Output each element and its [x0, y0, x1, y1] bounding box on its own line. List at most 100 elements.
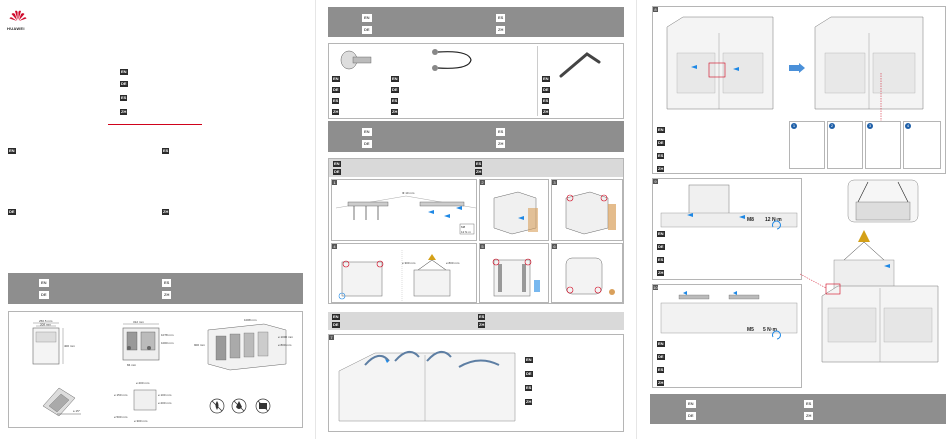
title-underline [108, 124, 202, 125]
step8-tag-en: EN [657, 127, 665, 133]
section-tag-en: EN [8, 148, 16, 154]
step9-tag-en: EN [657, 231, 665, 237]
header-tag-de: DE [39, 291, 49, 299]
mid-tag-en: EN [362, 128, 372, 136]
step-7: 7 EN DE ES ZH [328, 334, 624, 432]
step-9-bolt: M8 [747, 217, 754, 223]
step-9-10-cabinet [799, 230, 939, 363]
step10-tag-zh: ZH [657, 380, 665, 386]
panel-wiring: 8 EN DE ES ZH 1 2 [640, 0, 950, 439]
substep-3-number: 3 [867, 123, 873, 129]
substep-3: 3 [865, 121, 901, 169]
dim-b1: ≥ 200 mm [136, 381, 150, 385]
step-1-bolt: M8 [461, 225, 465, 229]
item3-tag-de: DE [542, 87, 550, 93]
step-3-drawing [565, 191, 616, 235]
dim-w3: 312 mm [133, 320, 144, 324]
step9-tag-es: ES [657, 257, 665, 263]
cable-drawing [432, 49, 472, 71]
no-flammable-icon [255, 398, 271, 414]
rack-installation-drawing: 1008 mm 900 mm ≥ 1000 mm ≥ 800 mm [194, 318, 293, 371]
step-9: 9 M8 12 N·m EN DE ES ZH [652, 178, 802, 280]
substep-2-number: 2 [829, 123, 835, 129]
mid-tag-es: ES [496, 128, 506, 136]
dim-a2: 900 mm [194, 343, 205, 347]
dim-a1: 1008 mm [244, 318, 257, 322]
mid-tag-zh: ZH [496, 140, 506, 148]
step-7-number: 7 [329, 335, 334, 340]
item2-tag-zh: ZH [391, 109, 399, 115]
item2-tag-en: EN [391, 76, 399, 82]
bolt-drawing [340, 50, 372, 70]
lang-tag-de: DE [120, 81, 128, 87]
cabinet-side-drawing: 312 mm 1078 mm 1000 mm 84 mm [122, 320, 174, 367]
substep-4: 4 [903, 121, 941, 169]
dim-d3: 84 mm [127, 363, 137, 367]
steps-header: EN DE ES ZH [329, 159, 623, 177]
dim-angle: ≤ 15° [73, 409, 81, 413]
dim-b2: ≥ 150 mm [114, 393, 128, 397]
step-1-number: 1 [332, 180, 337, 185]
contents-separator [537, 46, 538, 116]
item3-tag-en: EN [542, 76, 550, 82]
bottom-tag-zh: ZH [478, 322, 486, 328]
dim-b3: ≥ 100 mm [158, 393, 172, 397]
lifting-detail-drawing [847, 179, 919, 223]
step-5-drawing [492, 258, 540, 297]
no-water-icon [231, 398, 247, 414]
step-4-drawing: ≥ 300 mm ≥ 800 mm [338, 250, 460, 302]
cabinet-front-drawing: 250.5 mm 208 mm 400 mm [32, 319, 75, 365]
item1-tag-de: DE [332, 87, 340, 93]
substep-strip: 1 2 3 4 [789, 121, 943, 171]
step-1-torque: 12 N·m [461, 230, 471, 234]
header-tag-zh: ZH [162, 291, 172, 299]
item3-tag-es: ES [542, 98, 550, 104]
step-6-number: 6 [552, 244, 557, 249]
substep-2: 2 [827, 121, 863, 169]
step-9-torque-value: 12 N·m [765, 217, 782, 223]
clearance-drawing: ≥ 200 mm ≥ 150 mm ≥ 100 mm ≥ 500 mm ≥ 20… [114, 381, 172, 423]
substep-4-number: 4 [905, 123, 911, 129]
top-tag-zh: ZH [496, 26, 506, 34]
dim-d2: 1000 mm [161, 341, 174, 345]
bottom-tag-en: EN [332, 314, 340, 320]
hex-key-drawing [559, 52, 601, 78]
footer-tag-zh: ZH [804, 412, 814, 420]
warning-icons-row [209, 398, 271, 414]
dim-d1: 1078 mm [161, 333, 174, 337]
header-tag-es: ES [162, 279, 172, 287]
dim-a3: ≥ 1000 mm [278, 335, 293, 339]
step-2-number: 2 [480, 180, 485, 185]
step-10-number: 10 [653, 285, 658, 290]
step-6-drawing [565, 257, 615, 295]
dimensions-box: 250.5 mm 208 mm 400 mm 312 mm 1078 mm 10… [8, 311, 303, 428]
step-4: 4 ≥ 300 mm ≥ 800 mm [331, 243, 477, 303]
footer-tag-en: EN [686, 400, 696, 408]
item2-tag-es: ES [391, 98, 399, 104]
item1-tag-en: EN [332, 76, 340, 82]
step-3: 3 [551, 179, 623, 241]
tilt-angle-drawing: ≤ 15° [42, 387, 81, 417]
dim-a4: ≥ 800 mm [278, 343, 292, 347]
step-7-drawing [338, 350, 516, 422]
distance-d1: Φ 10 mm [402, 191, 415, 195]
item3-tag-zh: ZH [542, 109, 550, 115]
step-9-drawing [660, 184, 798, 228]
no-fire-icon [209, 398, 225, 414]
step-8-number: 8 [653, 7, 658, 12]
step7-tag-zh: ZH [525, 399, 533, 405]
lang-tag-zh: ZH [120, 109, 128, 115]
item1-tag-zh: ZH [332, 109, 340, 115]
step-2: 2 [479, 179, 549, 241]
step-5-number: 5 [480, 244, 485, 249]
step8-tag-zh: ZH [657, 166, 665, 172]
distance-d3: ≥ 800 mm [446, 261, 460, 265]
step-10-bolt: M5 [747, 327, 754, 333]
panel-installation: EN DE ES ZH EN DE ES ZH EN DE ES ZH EN D… [318, 0, 632, 439]
header-tag-en: EN [39, 279, 49, 287]
section-tag-de: DE [8, 209, 16, 215]
package-contents-box: EN DE ES ZH EN DE ES ZH EN DE ES ZH [328, 43, 624, 119]
step-8-arrow [789, 63, 805, 73]
panel-cover: HUAWEI EN DE ES ZH EN ES DE ZH EN DE ES … [0, 0, 312, 439]
dim-b6: ≥ 300 mm [134, 419, 148, 423]
